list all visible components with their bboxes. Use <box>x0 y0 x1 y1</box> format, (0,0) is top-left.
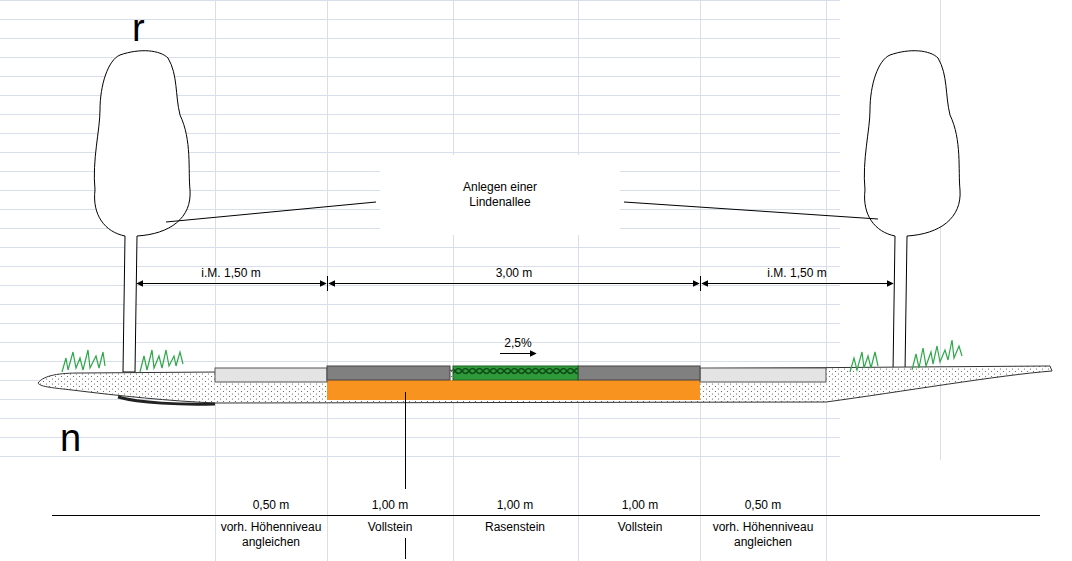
callout-label: Anlegen einer Lindenallee <box>440 180 560 210</box>
dimension-label: i.M. 1,50 m <box>201 266 260 281</box>
adjusted-edge <box>215 368 327 382</box>
slide-text-fragment: n <box>60 418 81 458</box>
ground-fill <box>38 366 1052 403</box>
grid-columns <box>216 0 941 561</box>
material-label: vorh. Höhenniveau angleichen <box>709 520 817 550</box>
width-value: 0,50 m <box>745 498 782 513</box>
width-value: 1,00 m <box>622 498 659 513</box>
solid-stone <box>327 366 450 380</box>
leader-lines <box>166 202 878 559</box>
adjusted-edge <box>700 368 826 382</box>
linden-tree <box>94 51 190 372</box>
material-label: vorh. Höhenniveau angleichen <box>217 520 325 550</box>
ground-edge <box>118 397 215 404</box>
slide-text-fragment: r <box>132 8 145 48</box>
dimension-label: i.M. 1,50 m <box>767 266 826 281</box>
callout-box <box>380 155 620 235</box>
slope-label: 2,5% <box>504 336 531 351</box>
width-value: 1,00 m <box>372 498 409 513</box>
dimension-lines <box>137 276 893 354</box>
bedding-layer <box>327 380 700 400</box>
material-label: Vollstein <box>368 520 413 535</box>
grass-stone <box>453 366 578 380</box>
solid-stone <box>578 366 700 380</box>
material-label: Vollstein <box>618 520 663 535</box>
dimension-label: 3,00 m <box>496 266 533 281</box>
width-value: 0,50 m <box>253 498 290 513</box>
width-value: 1,00 m <box>497 498 534 513</box>
table-rule <box>52 515 1040 516</box>
linden-tree <box>864 51 960 372</box>
material-label: Rasenstein <box>485 520 545 535</box>
